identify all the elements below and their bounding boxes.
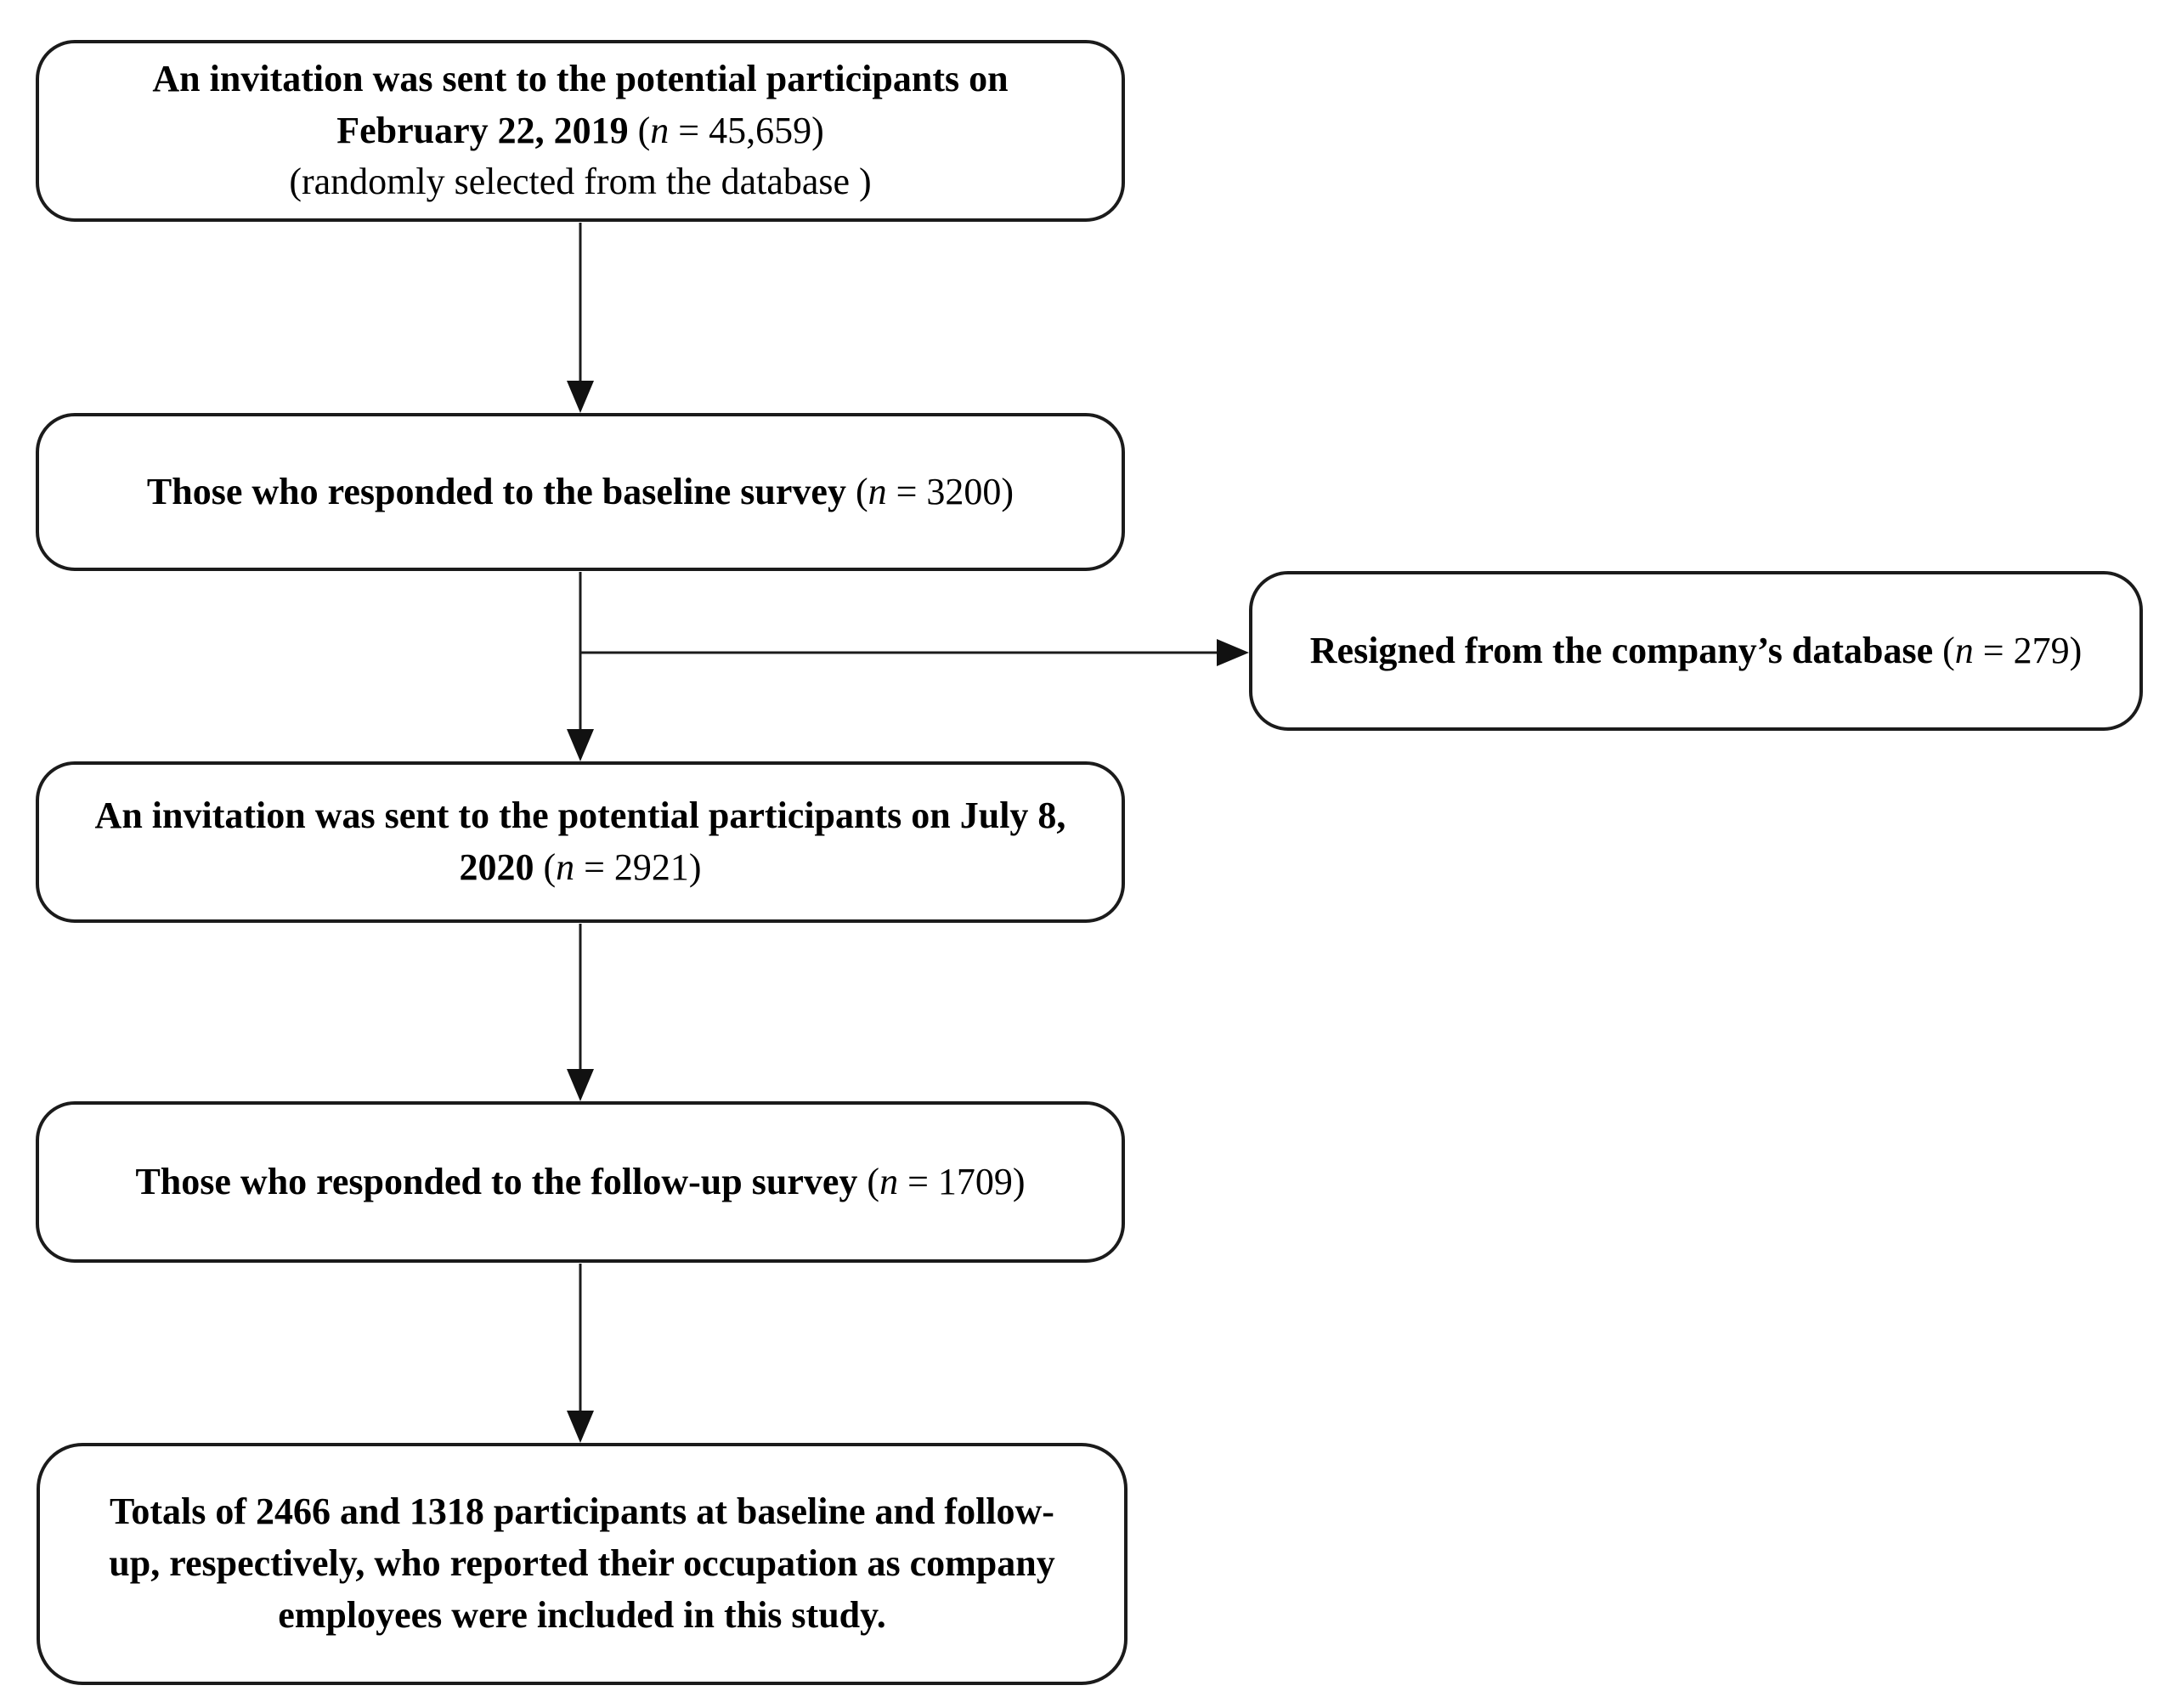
paren-open: ( xyxy=(1942,629,1955,671)
n-symbol: n xyxy=(879,1160,899,1202)
arrowhead-box4-box5 xyxy=(567,1411,594,1443)
box-main-text: Resigned from the company’s database xyxy=(1309,629,1943,671)
box-main-text: Those who responded to the follow-up sur… xyxy=(135,1160,868,1202)
box-main-text: Totals of 2466 and 1318 participants at … xyxy=(109,1490,1055,1636)
flow-box-followup-responders: Those who responded to the follow-up sur… xyxy=(36,1101,1125,1263)
box-text: An invitation was sent to the potential … xyxy=(92,54,1069,208)
box-n-text: (n = 279) xyxy=(1942,630,2082,671)
n-value: = 45,659) xyxy=(669,109,824,151)
box-main-text: Those who responded to the baseline surv… xyxy=(146,470,856,512)
n-value: = 3200) xyxy=(886,470,1015,512)
flow-box-totals-included: Totals of 2466 and 1318 participants at … xyxy=(37,1443,1128,1685)
box-main-text: An invitation was sent to the potential … xyxy=(152,57,1009,151)
n-value: = 1709) xyxy=(898,1160,1026,1202)
box-n-text: (n = 2921) xyxy=(543,846,701,888)
n-symbol: n xyxy=(868,470,887,512)
box-text: Resigned from the company’s database (n … xyxy=(1310,625,2082,677)
box-text: Those who responded to the follow-up sur… xyxy=(135,1157,1025,1208)
arrowhead-branch-resigned xyxy=(1217,639,1249,666)
flow-box-invitation-2020: An invitation was sent to the potential … xyxy=(36,761,1125,923)
paren-open: ( xyxy=(855,470,868,512)
paren-open: ( xyxy=(637,109,651,151)
flow-box-baseline-responders: Those who responded to the baseline surv… xyxy=(36,413,1125,571)
arrowhead-box2-box3 xyxy=(567,729,594,761)
box-n-text: (n = 3200) xyxy=(856,471,1014,512)
flow-box-invitation-2019: An invitation was sent to the potential … xyxy=(36,40,1125,222)
box-subtext: (randomly selected from the database ) xyxy=(289,161,872,203)
box-n-text: (n = 45,659) xyxy=(638,110,824,151)
n-symbol: n xyxy=(556,846,575,888)
n-symbol: n xyxy=(650,109,670,151)
paren-open: ( xyxy=(543,846,557,888)
n-value: = 2921) xyxy=(574,846,702,888)
paren-open: ( xyxy=(867,1160,880,1202)
box-main-text: An invitation was sent to the potential … xyxy=(94,795,1066,888)
flow-box-resigned: Resigned from the company’s database (n … xyxy=(1249,571,2143,731)
box-text: Those who responded to the baseline surv… xyxy=(147,467,1014,518)
n-symbol: n xyxy=(1954,629,1974,671)
n-value: = 279) xyxy=(1973,629,2083,671)
arrowhead-box3-box4 xyxy=(567,1069,594,1101)
box-text: An invitation was sent to the potential … xyxy=(92,790,1069,893)
box-n-text: (n = 1709) xyxy=(867,1161,1025,1202)
arrowhead-box1-box2 xyxy=(567,381,594,413)
box-text: Totals of 2466 and 1318 participants at … xyxy=(93,1486,1071,1641)
